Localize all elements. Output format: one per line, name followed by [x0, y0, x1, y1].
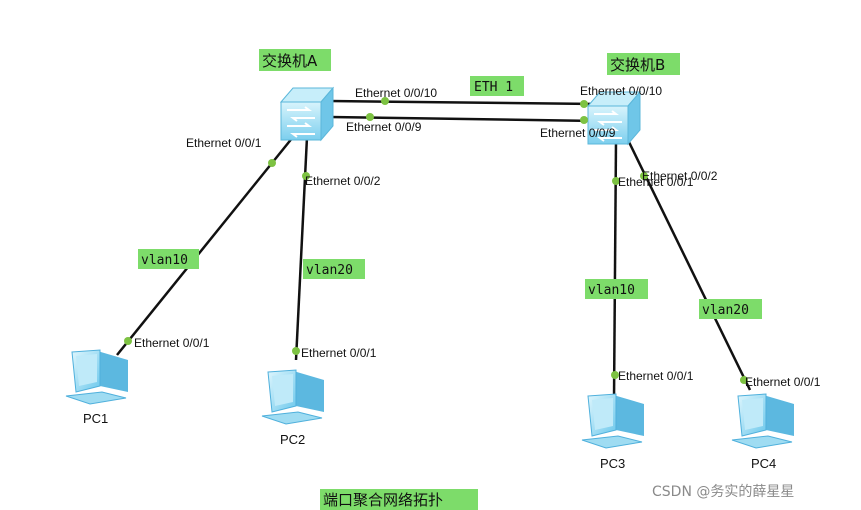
- watermark: CSDN @务实的薛星星: [652, 484, 794, 500]
- pc4-icon[interactable]: [731, 393, 794, 449]
- vlan-tag-pc3: vlan10: [588, 283, 635, 298]
- port-dot: [366, 113, 374, 121]
- trunk-link-top: [329, 99, 598, 106]
- diagram-caption: 端口聚合网络拓扑: [323, 491, 443, 509]
- switch-b-port-pc4-label: Ethernet 0/0/2: [642, 169, 718, 183]
- vlan-tag-pc3-bg: [585, 279, 648, 299]
- port-dot: [640, 172, 648, 180]
- pc1-icon[interactable]: [65, 349, 128, 405]
- vlan-tag-pc4: vlan20: [702, 303, 749, 318]
- pc2-port-label: Ethernet 0/0/1: [301, 346, 377, 360]
- trunk-link-bottom: [329, 115, 598, 123]
- vlan-tag-pc2-bg: [303, 259, 365, 279]
- pc1-label: PC1: [83, 411, 108, 426]
- vlan-tag-pc4-bg: [699, 299, 762, 319]
- port-dot: [292, 347, 300, 355]
- switch-a-label-bg: [259, 49, 331, 71]
- pc3-port-label: Ethernet 0/0/1: [618, 369, 694, 383]
- port-dots: [124, 97, 748, 384]
- switch-a-port-pc2-label: Ethernet 0/0/2: [305, 174, 381, 188]
- pc2-label: PC2: [280, 432, 305, 447]
- port-dot: [611, 371, 619, 379]
- caption-bg: [320, 489, 478, 510]
- switch-a-icon[interactable]: [279, 86, 335, 142]
- trunk-a-port-bottom-label: Ethernet 0/0/9: [346, 120, 422, 134]
- pc4-label: PC4: [751, 456, 776, 471]
- port-dot: [740, 376, 748, 384]
- link-switch-a-pc1: [116, 136, 294, 356]
- switch-b-label: 交换机B: [610, 56, 665, 74]
- switch-a-port-pc1-label: Ethernet 0/0/1: [186, 136, 262, 150]
- port-dot: [124, 337, 132, 345]
- port-dot: [268, 159, 276, 167]
- link-switch-a-pc2: [294, 136, 309, 361]
- link-switch-b-pc4: [626, 139, 752, 391]
- vlan-tag-pc2: vlan20: [306, 263, 353, 278]
- pc3-icon[interactable]: [581, 393, 644, 449]
- trunk-label: ETH 1: [474, 80, 513, 95]
- switch-b-port-pc3-label: Ethernet 0/0/1: [618, 175, 694, 189]
- trunk-b-port-bottom-label: Ethernet 0/0/9: [540, 126, 616, 140]
- vlan-tag-pc1-bg: [138, 249, 199, 269]
- trunk-a-port-top-label: Ethernet 0/0/10: [355, 86, 437, 100]
- port-dot: [612, 177, 620, 185]
- port-dot: [580, 116, 588, 124]
- pc2-icon[interactable]: [261, 369, 324, 425]
- pc1-port-label: Ethernet 0/0/1: [134, 336, 210, 350]
- port-dot: [302, 172, 310, 180]
- pc3-label: PC3: [600, 456, 625, 471]
- switch-b-icon[interactable]: [586, 90, 642, 146]
- switch-a-label: 交换机A: [262, 52, 318, 70]
- port-dot: [580, 100, 588, 108]
- port-dot: [381, 97, 389, 105]
- trunk-b-port-top-label: Ethernet 0/0/10: [580, 84, 662, 98]
- switch-b-label-bg: [607, 53, 680, 75]
- vlan-tag-pc1: vlan10: [141, 253, 188, 268]
- pc4-port-label: Ethernet 0/0/1: [745, 375, 821, 389]
- trunk-label-bg: [470, 76, 524, 96]
